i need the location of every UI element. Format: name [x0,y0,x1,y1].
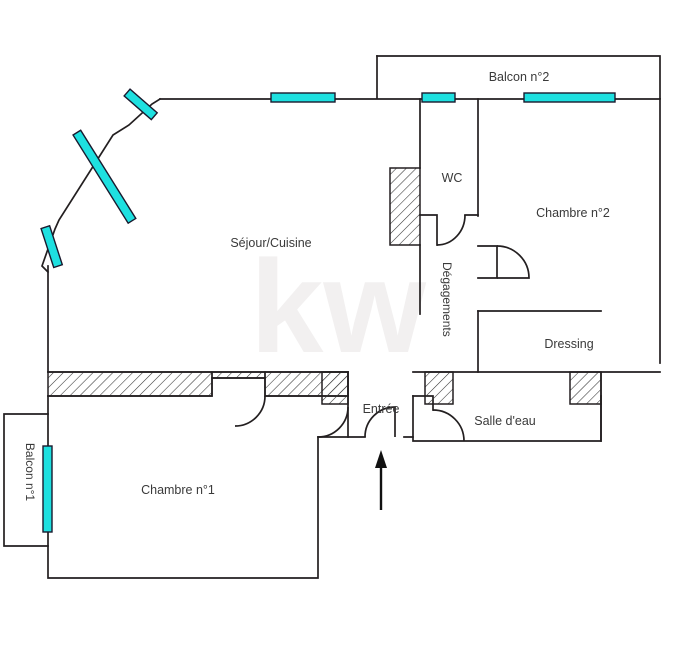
room-label-chambre2: Chambre n°2 [536,206,610,220]
room-label-chambre1: Chambre n°1 [141,483,215,497]
room-label-salle-eau: Salle d'eau [474,414,536,428]
window-bay-middle [72,129,137,225]
hatch-main-partition-over-door [211,371,266,379]
room-labels: Balcon n°2 WC Chambre n°2 Séjour/Cuisine… [23,70,610,501]
door-chambre2-icon [496,245,530,279]
room-label-sejour-cuisine: Séjour/Cuisine [230,236,311,250]
hatch-pillar-wc [389,167,421,246]
wall-wc-doorway [419,214,479,246]
hatch-main-partition-left [47,371,213,397]
window-balcon1 [42,445,53,533]
windows [40,88,616,533]
room-label-entree: Entrée [363,402,400,416]
wall-balcon1-outline [3,413,49,547]
door-salle-eau-icon [432,409,465,442]
window-balcon2-left [421,92,456,103]
wall-balcon2-outline [376,55,661,99]
door-wc-icon [436,214,466,246]
hatched-walls [47,167,602,405]
room-label-balcon1: Balcon n°1 [23,443,37,501]
watermark-kw: kw [250,233,426,380]
hatch-pillar-entree [321,371,349,405]
wall-bay-curved [41,97,162,274]
hatch-pillar-salle-eau-left [424,371,454,405]
room-label-wc: WC [442,171,463,185]
room-label-balcon2: Balcon n°2 [489,70,550,84]
window-bay-lower [40,224,64,269]
watermark-text: kw [250,233,426,380]
hatch-pillar-salle-eau-right [569,371,602,405]
door-chambre1-icon [234,395,266,427]
entry-arrow [375,450,387,510]
window-balcon2-right [523,92,616,103]
door-swings [234,214,530,442]
door-chambre1-entree-icon [317,406,349,438]
room-label-degagements: Dégagements [440,262,454,337]
window-bay-upper [123,88,159,121]
room-label-dressing: Dressing [544,337,593,351]
wall-chambre2-doorway [477,245,498,279]
entry-arrow-head [375,450,387,468]
door-entree-icon [364,406,396,438]
window-top-sejour [270,92,336,103]
